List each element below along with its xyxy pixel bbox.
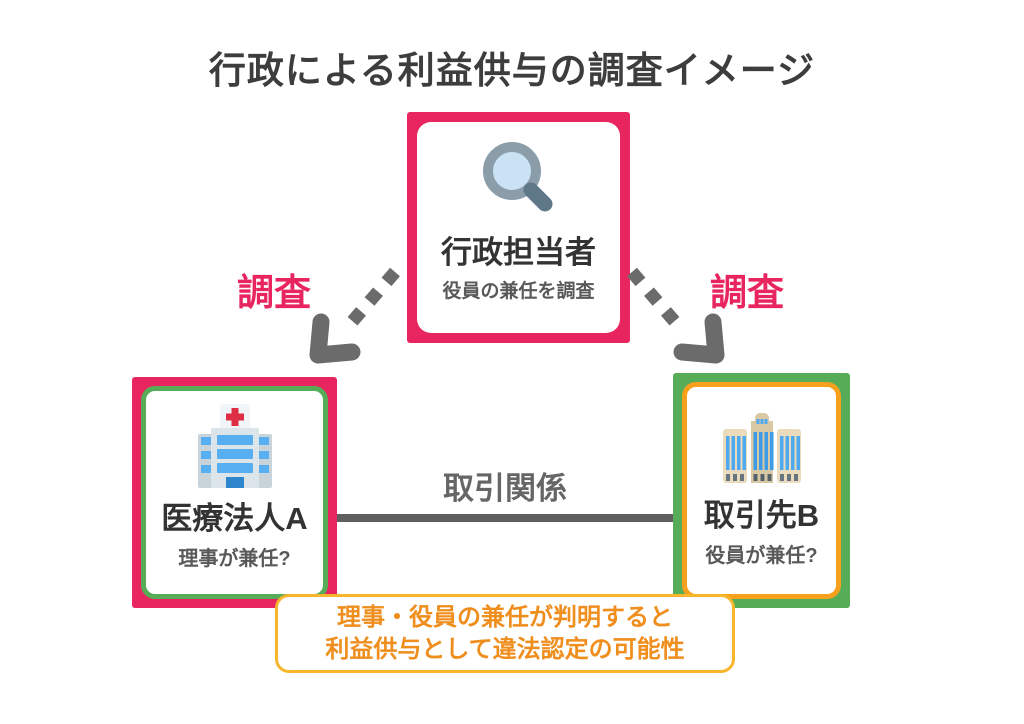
note-box: 理事・役員の兼任が判明すると 利益供与として違法認定の可能性 (275, 594, 735, 673)
survey-label-left: 調査 (237, 272, 311, 313)
office-building-icon (720, 411, 804, 493)
note-line-1: 理事・役員の兼任が判明すると (337, 603, 673, 631)
medical-corporation-label: 医療法人A (161, 501, 308, 536)
business-partner-box-inner: 取引先B 役員が兼任? (682, 382, 841, 599)
investigator-box: 行政担当者 役員の兼任を調査 (407, 112, 630, 343)
relationship-line (337, 514, 673, 522)
survey-label-right: 調査 (710, 272, 784, 313)
magnifying-glass-icon (474, 138, 564, 228)
note-line-2: 利益供与として違法認定の可能性 (325, 635, 685, 663)
investigator-box-inner: 行政担当者 役員の兼任を調査 (417, 122, 620, 333)
investigator-sublabel: 役員の兼任を調査 (442, 281, 595, 303)
business-partner-label: 取引先B (703, 498, 820, 533)
medical-corporation-sublabel: 理事が兼任? (178, 548, 291, 571)
relationship-label: 取引関係 (443, 471, 567, 506)
business-partner-sublabel: 役員が兼任? (705, 545, 818, 568)
dashed-arrow-left-icon (309, 267, 400, 364)
medical-corporation-box: 医療法人A 理事が兼任? (132, 377, 337, 608)
hospital-icon (197, 404, 272, 496)
medical-corporation-box-inner: 医療法人A 理事が兼任? (141, 386, 328, 599)
dashed-arrow-right-icon (627, 267, 725, 364)
business-partner-box: 取引先B 役員が兼任? (673, 373, 850, 608)
investigator-label: 行政担当者 (441, 235, 596, 270)
page-title: 行政による利益供与の調査イメージ (208, 50, 816, 91)
